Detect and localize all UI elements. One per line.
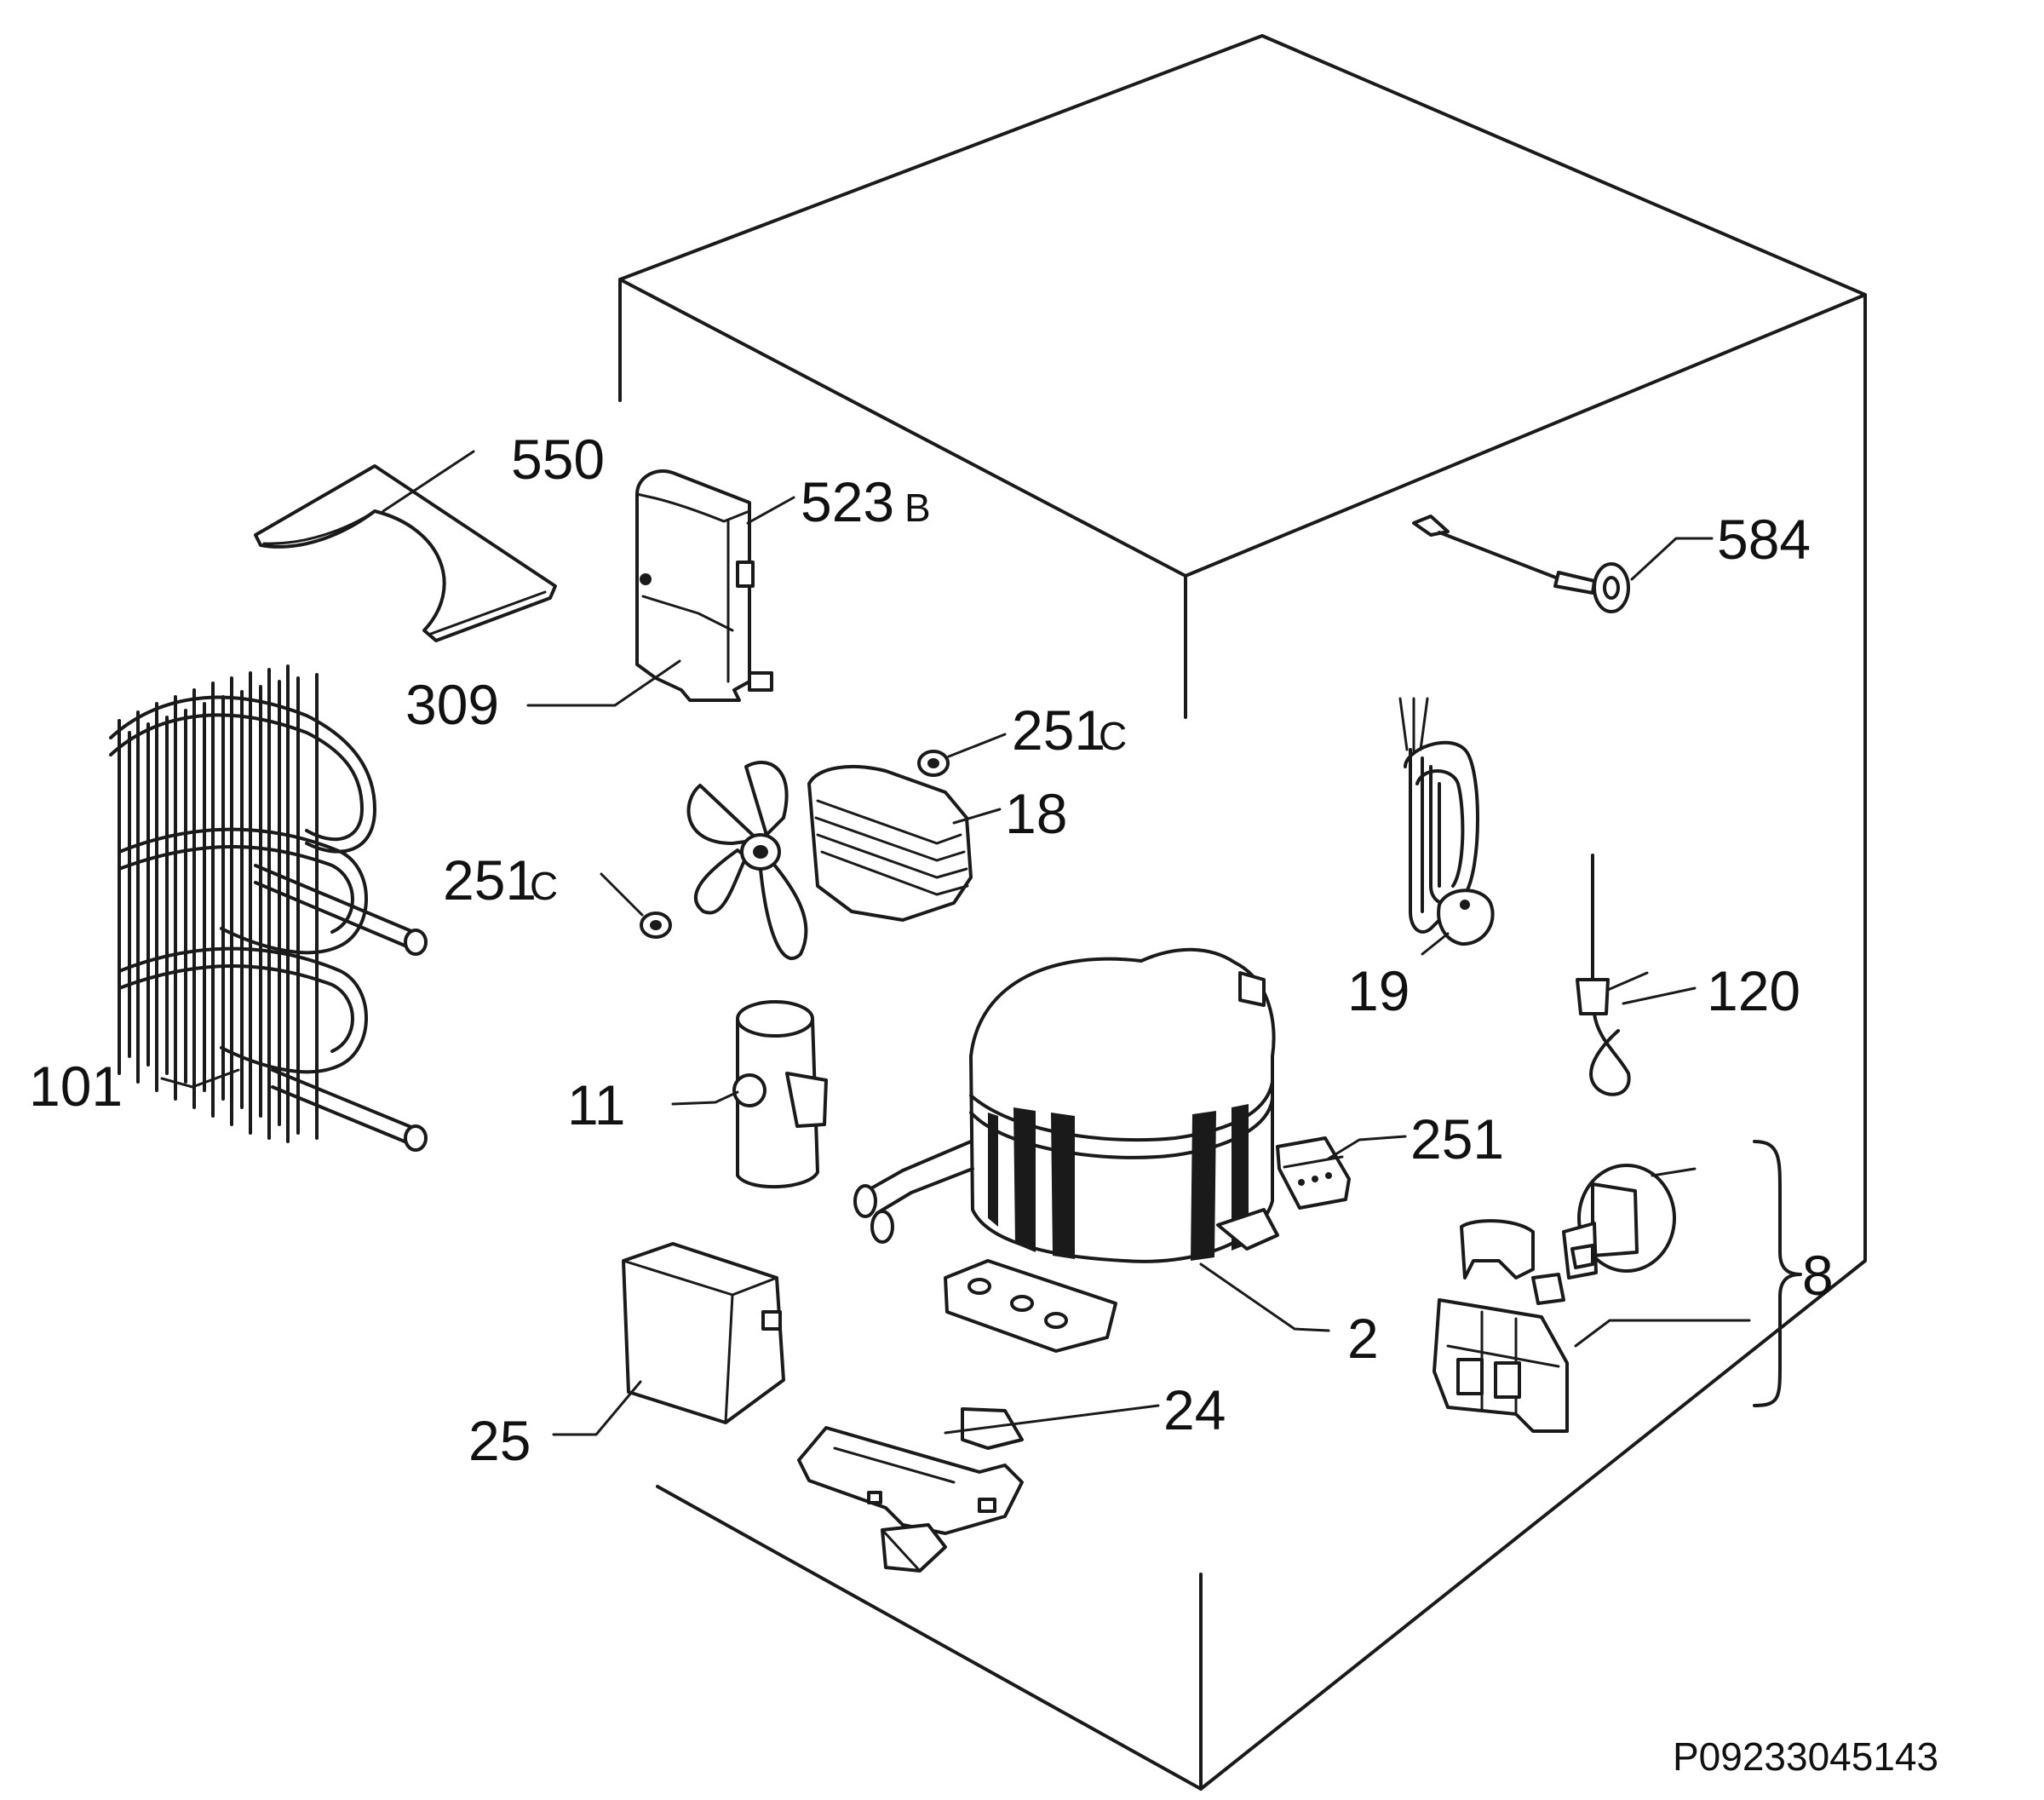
part-label-120: 120 <box>1707 959 1800 1022</box>
label-18: 18 <box>1005 782 1067 845</box>
grommet-icon <box>640 912 672 939</box>
label-523: 523 <box>801 470 894 533</box>
label-251c-left: 251 <box>443 848 537 912</box>
label-251c-top-suffix: C <box>1099 714 1127 758</box>
part-label-251c-top: 251 C <box>1012 699 1127 762</box>
cabinet-outline-icon <box>618 34 1867 1791</box>
fan-motor-icon <box>686 761 973 960</box>
relay-icon <box>1433 1219 1569 1433</box>
thermostat-icon <box>1562 1164 1676 1280</box>
part-label-523b: 523 B <box>801 470 931 533</box>
label-309: 309 <box>405 673 499 736</box>
compressor-icon <box>853 947 1279 1353</box>
part-label-251c-left: 251 C <box>443 848 558 912</box>
part-label-24: 24 <box>1163 1378 1226 1441</box>
label-251: 251 <box>1410 1107 1504 1170</box>
part-label-550: 550 <box>511 428 605 491</box>
heater-icon <box>1398 697 1495 946</box>
part-label-11: 11 <box>567 1073 626 1136</box>
label-11: 11 <box>567 1073 626 1136</box>
part-label-25: 25 <box>468 1409 531 1472</box>
label-8: 8 <box>1802 1244 1834 1307</box>
label-19: 19 <box>1347 959 1410 1022</box>
drip-tray-icon <box>254 464 557 642</box>
filter-drier-icon <box>732 1000 828 1189</box>
capacitor-icon <box>622 1242 785 1424</box>
part-label-584: 584 <box>1717 508 1811 571</box>
label-523-suffix: B <box>904 486 931 530</box>
label-101: 101 <box>29 1055 123 1118</box>
label-2: 2 <box>1347 1307 1379 1370</box>
part-label-251: 251 <box>1410 1107 1504 1170</box>
part-label-309: 309 <box>405 673 499 736</box>
part-label-2: 2 <box>1347 1307 1379 1370</box>
condenser-coil-icon <box>109 664 428 1152</box>
label-251c-top: 251 <box>1012 699 1105 762</box>
document-id: P09233045143 <box>1673 1734 1938 1779</box>
label-24: 24 <box>1163 1378 1226 1441</box>
label-584: 584 <box>1717 508 1811 571</box>
label-550: 550 <box>511 428 605 491</box>
clip-bracket-icon <box>797 1407 1024 1573</box>
label-251c-left-suffix: C <box>530 864 558 908</box>
grommet-icon <box>917 750 950 777</box>
sensor-icon <box>1412 515 1630 613</box>
label-25: 25 <box>468 1409 531 1472</box>
part-label-19: 19 <box>1347 959 1410 1022</box>
part-label-101: 101 <box>29 1055 123 1118</box>
compressor-cover-icon <box>635 469 773 702</box>
connector-icon <box>1276 1136 1351 1210</box>
label-120: 120 <box>1707 959 1800 1022</box>
sensor-icon <box>1576 854 1649 1096</box>
part-label-8: 8 <box>1802 1244 1834 1307</box>
part-label-18: 18 <box>1005 782 1067 845</box>
